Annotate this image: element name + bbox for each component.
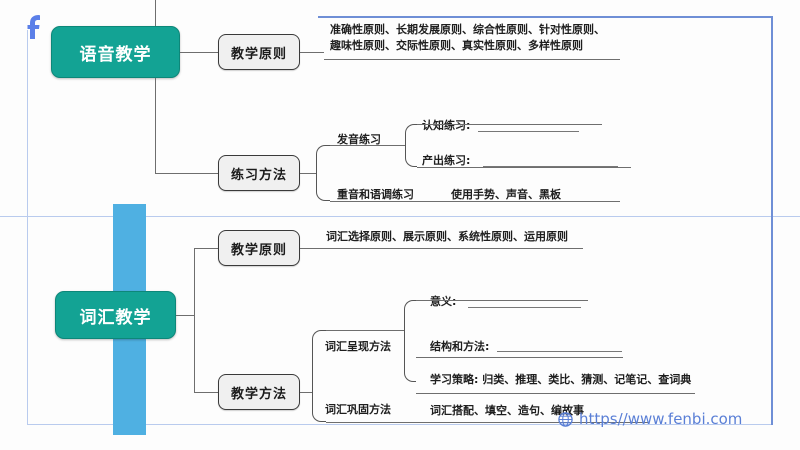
branch-node-teaching-principles-1[interactable]: 教学原则 xyxy=(218,34,300,70)
connector-root1-to-branch2 xyxy=(155,173,218,174)
connector-pronunciation-line xyxy=(330,145,405,146)
watermark-url: https//www.fenbi.com xyxy=(579,410,743,428)
bracket-vocabulary-presentation-items xyxy=(404,300,416,382)
blank-cognitive-practice xyxy=(478,131,579,132)
sub-label-vocabulary-consolidation: 词汇巩固方法 xyxy=(325,403,391,416)
sub-label-stress-intonation-practice: 重音和语调练习 xyxy=(337,188,414,201)
connector-stress-intonation-line xyxy=(330,201,620,202)
root-node-topic-2[interactable]: 词汇教学 xyxy=(55,291,176,339)
sub-label-pronunciation-practice: 发音练习 xyxy=(337,133,381,146)
guide-line-horizontal-middle xyxy=(0,216,800,217)
branch-node-practice-methods-label: 练习方法 xyxy=(230,167,287,183)
watermark: https//www.fenbi.com xyxy=(558,410,742,428)
root-node-topic-1-label: 语音教学 xyxy=(79,44,152,65)
rule-structure-and-method xyxy=(416,357,623,358)
guide-line-horizontal-bottom xyxy=(27,424,772,425)
connector-branch1-to-detail xyxy=(300,52,324,53)
connector-root1-down xyxy=(155,78,156,173)
connector-branch2-out xyxy=(300,173,316,174)
detail-text-principles-1-line1: 准确性原则、长期发展原则、综合性原则、针对性原则、 xyxy=(330,23,605,36)
leaf-structure-and-method: 结构和方法: xyxy=(430,340,490,353)
rule-cognitive-practice xyxy=(417,124,602,125)
leaf-production-practice: 产出练习: xyxy=(422,154,471,167)
bracket-teaching-methods xyxy=(312,330,326,422)
connector-root2-out xyxy=(176,315,194,316)
branch-node-teaching-principles-2[interactable]: 教学原则 xyxy=(218,230,300,266)
root-node-topic-2-label: 词汇教学 xyxy=(79,307,152,328)
connector-root2-up xyxy=(194,248,195,315)
connector-vocabulary-consolidation-line xyxy=(326,422,648,423)
bracket-pronunciation-items xyxy=(405,124,417,167)
fenbi-logo xyxy=(27,15,40,39)
connector-branch-principles2-to-detail xyxy=(300,248,320,249)
sub-label-vocabulary-presentation: 词汇呈现方法 xyxy=(325,340,391,353)
guide-line-vertical-left xyxy=(27,30,28,425)
leaf-stress-intonation-detail: 使用手势、声音、黑板 xyxy=(451,188,561,201)
connector-root-stem-1 xyxy=(155,0,156,26)
branch-node-teaching-principles-2-label: 教学原则 xyxy=(230,242,287,258)
connector-root2-to-branch1 xyxy=(194,248,218,249)
blank-structure-and-method xyxy=(497,351,622,352)
leaf-learning-strategies: 学习策略: 归类、推理、类比、猜测、记笔记、查词典 xyxy=(430,373,692,386)
blank-meaning xyxy=(468,307,581,308)
frame-top-edge xyxy=(318,16,773,18)
connector-root2-down xyxy=(194,315,195,392)
bracket-practice-methods xyxy=(316,145,330,201)
branch-node-practice-methods[interactable]: 练习方法 xyxy=(218,155,300,191)
frame-right-edge xyxy=(771,16,773,425)
blank-production-practice xyxy=(483,166,618,167)
root-node-topic-1[interactable]: 语音教学 xyxy=(51,26,180,78)
leaf-meaning: 意义: xyxy=(430,295,457,308)
rule-production-practice xyxy=(417,167,631,168)
detail-text-principles-2-line1: 词汇选择原则、展示原则、系统性原则、运用原则 xyxy=(326,230,568,243)
detail-rule-principles-2 xyxy=(320,248,583,249)
branch-node-teaching-methods-label: 教学方法 xyxy=(230,386,287,402)
rule-meaning xyxy=(416,300,588,301)
detail-text-principles-1-line2: 趣味性原则、交际性原则、真实性原则、多样性原则 xyxy=(330,39,583,52)
globe-icon xyxy=(558,411,573,427)
detail-rule-principles-1 xyxy=(324,59,620,60)
connector-branch-methods-out xyxy=(300,392,312,393)
leaf-cognitive-practice: 认知练习: xyxy=(422,119,471,132)
leaf-vocabulary-consolidation-detail: 词汇搭配、填空、造句、编故事 xyxy=(430,404,584,417)
connector-vocabulary-presentation-line xyxy=(326,330,404,331)
branch-node-teaching-methods[interactable]: 教学方法 xyxy=(218,374,300,410)
rule-learning-strategies xyxy=(416,393,695,394)
connector-root2-to-branch2 xyxy=(194,392,218,393)
branch-node-teaching-principles-1-label: 教学原则 xyxy=(230,46,287,62)
connector-root1-to-branch1 xyxy=(180,52,218,53)
